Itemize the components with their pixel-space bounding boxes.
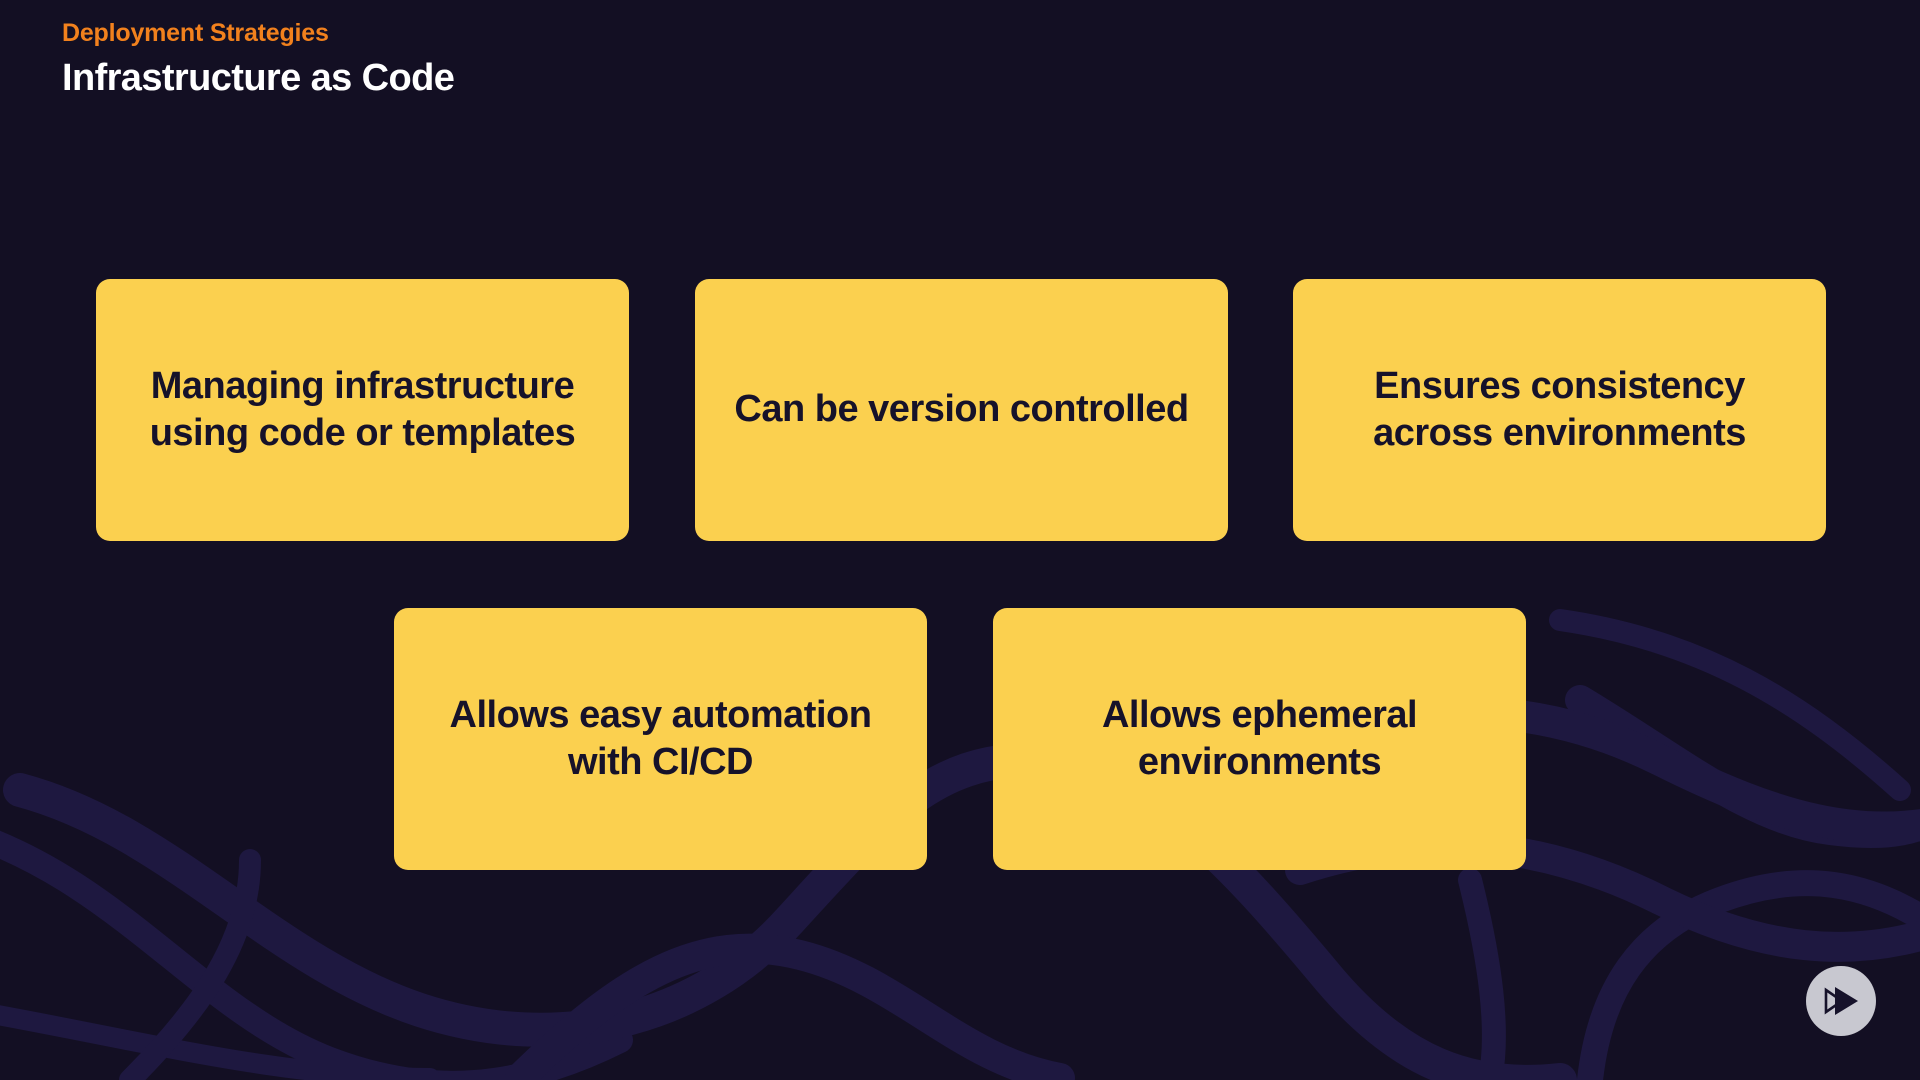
- play-triangle-logo-icon: [1824, 987, 1858, 1015]
- feature-card-3: Ensures consistency across environments: [1293, 279, 1826, 541]
- brand-logo-badge[interactable]: [1806, 966, 1876, 1036]
- feature-card-1-text: Managing infrastructure using code or te…: [149, 364, 576, 454]
- page-title: Infrastructure as Code: [62, 57, 455, 100]
- feature-card-2-text: Can be version controlled: [734, 388, 1189, 431]
- feature-card-4-text: Allows easy automation with CI/CD: [449, 693, 872, 783]
- feature-card-5-text: Allows ephemeral environments: [1101, 693, 1418, 783]
- feature-card-1: Managing infrastructure using code or te…: [96, 279, 629, 541]
- feature-card-4: Allows easy automation with CI/CD: [394, 608, 927, 870]
- feature-card-5: Allows ephemeral environments: [993, 608, 1526, 870]
- feature-card-2: Can be version controlled: [695, 279, 1228, 541]
- slide-header: Deployment Strategies Infrastructure as …: [62, 18, 455, 104]
- slide-eyebrow-label: Deployment Strategies: [62, 19, 329, 47]
- feature-card-3-text: Ensures consistency across environments: [1373, 364, 1746, 454]
